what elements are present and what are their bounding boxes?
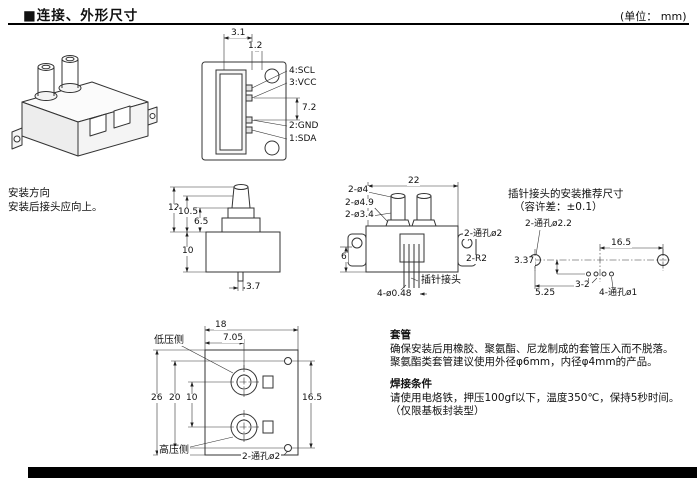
front-corner-radius: 2-R2 [465,254,488,264]
connector-dim-pitch: 7.2 [301,103,318,113]
mount-thru-holes: 2-通孔ø2.2 [524,219,573,229]
footer-bar [28,467,697,478]
pin-label-3-vcc: 3:VCC [288,78,318,88]
side-dim-pin: 3.7 [245,282,262,292]
header-rule [8,23,689,25]
mount-view-dims [522,229,672,290]
solder-line2: （仅限基板封装型） [390,405,485,417]
bottom-dim-height: 26 [150,393,164,403]
front-dim-ear: 6 [340,252,348,262]
solder-line1: 请使用电烙铁，押压100gf以下，温度350℃，保持5秒时间。 [390,392,680,404]
front-port-collar: 2-ø4.9 [344,198,375,208]
low-pressure-side-label: 低压侧 [153,335,185,346]
bottom-dim-width: 18 [214,320,228,330]
connector-top-view [201,61,287,161]
mount-pin-holes: 4-通孔ø1 [598,288,639,298]
mount-dim-span: 16.5 [610,238,633,248]
connector-dim-offset: 1.2 [247,41,264,51]
pin-label-2-gnd: 2:GND [288,121,320,131]
pin-label-4-scl: 4:SCL [288,66,316,76]
bottom-dim-hole-span-v: 20 [168,393,182,403]
bottom-dim-port-x: 7.05 [222,333,245,343]
side-dim-neck: 6.5 [193,217,210,227]
front-port-outer: 2-ø4 [347,185,370,195]
mount-dim-lead: 5.25 [534,288,557,298]
unit-note: (单位： mm) [620,10,687,23]
sleeve-title: 套管 [390,329,411,341]
isometric-view [11,55,158,157]
sleeve-line2: 聚氨酯类套管建议使用外径φ6mm，内径φ4mm的产品。 [390,356,658,368]
side-dim-base: 10 [181,246,195,256]
mount-dim-pitch: 3-2 [574,280,591,290]
front-pin-dia: 4-ø0.48 [376,289,413,299]
mount-title: 插针接头的安装推荐尺寸 [508,188,624,200]
bottom-dim-port-span: 10 [185,393,199,403]
connector-dim-width: 3.1 [230,28,247,38]
bottom-dim-hole-span-h: 16.5 [301,393,324,403]
front-dim-width: 22 [407,176,421,186]
solder-title: 焊接条件 [390,378,432,390]
pin-label-1-sda: 1:SDA [288,134,318,144]
front-port-stem: 2-ø3.4 [344,210,375,220]
front-pin-header-label: 插针接头 [420,275,462,286]
page-title: ■连接、外形尺寸 [23,8,139,24]
side-dim-upper: 10.5 [177,207,200,217]
sleeve-line1: 确保安装后用橡胶、聚氨酯、尼龙制成的套管压入而不脱落。 [390,343,674,355]
front-view [347,193,477,288]
bottom-thru-holes: 2-通孔ø2 [241,452,282,462]
installation-heading: 安装方向 [8,187,50,199]
mount-tolerance: （容许差：±0.1） [514,201,603,213]
mount-view [529,254,669,277]
mount-dim-drop: 3.37 [513,256,536,266]
side-dim-total: 12 [167,203,181,213]
high-pressure-side-label: 高压侧 [158,445,190,456]
installation-note: 安装后接头应向上。 [8,201,103,213]
side-view [205,184,281,282]
front-thru-holes: 2-通孔ø2 [463,229,504,239]
